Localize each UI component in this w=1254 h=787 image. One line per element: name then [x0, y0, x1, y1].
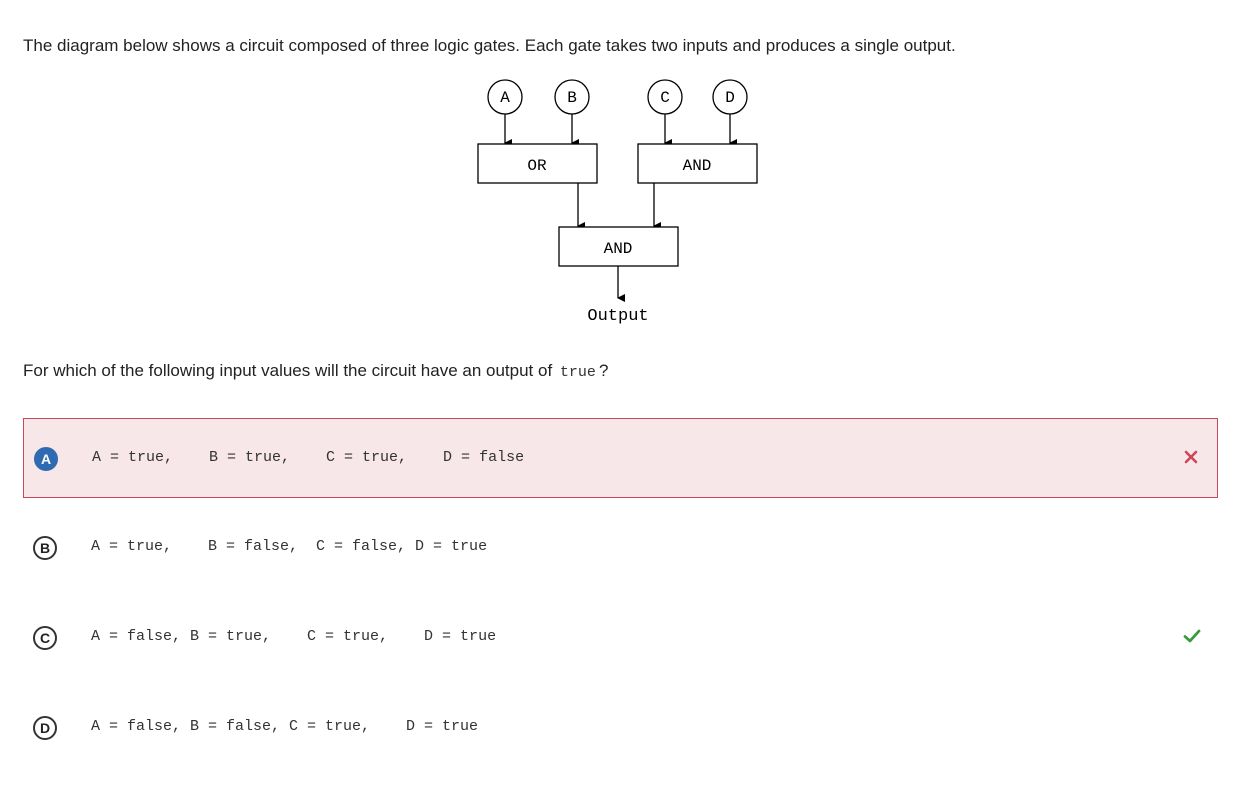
- gate-and-top-label: AND: [683, 157, 712, 175]
- answer-option-d[interactable]: D A = false, B = false, C = true, D = tr…: [23, 688, 1218, 768]
- option-b-text: A = true, B = false, C = false, D = true: [91, 538, 488, 555]
- gate-and-bottom: AND: [558, 226, 679, 267]
- prompt-text: For which of the following input values …: [23, 361, 553, 380]
- answer-option-c[interactable]: C A = false, B = true, C = true, D = tru…: [23, 598, 1218, 678]
- prompt-code: true: [559, 364, 596, 381]
- gate-or-label: OR: [527, 157, 547, 175]
- prompt-end: ?: [598, 361, 609, 380]
- option-a-text: A = true, B = true, C = true, D = false: [92, 449, 525, 466]
- input-label-d: D: [725, 89, 735, 107]
- option-c-text: A = false, B = true, C = true, D = true: [91, 628, 497, 645]
- gate-and-top: AND: [637, 143, 758, 184]
- option-d-badge: D: [33, 716, 57, 740]
- answer-option-b[interactable]: B A = true, B = false, C = false, D = tr…: [23, 508, 1218, 588]
- option-b-badge: B: [33, 536, 57, 560]
- input-node-d: D: [712, 79, 748, 115]
- question-prompt: For which of the following input values …: [23, 361, 608, 381]
- input-label-b: B: [567, 89, 577, 107]
- output-label: Output: [587, 307, 648, 326]
- input-node-c: C: [647, 79, 683, 115]
- gate-and-bottom-label: AND: [604, 240, 633, 258]
- input-label-c: C: [660, 89, 670, 107]
- option-d-text: A = false, B = false, C = true, D = true: [91, 718, 479, 735]
- input-node-a: A: [487, 79, 523, 115]
- circuit-diagram: A B C D OR AND AND: [477, 79, 758, 326]
- x-icon: [1179, 445, 1203, 469]
- option-c-badge: C: [33, 626, 57, 650]
- input-node-b: B: [554, 79, 590, 115]
- input-label-a: A: [500, 89, 510, 107]
- answer-option-a[interactable]: A A = true, B = true, C = true, D = fals…: [23, 418, 1218, 498]
- gate-or: OR: [477, 143, 598, 184]
- check-icon: [1180, 624, 1204, 648]
- question-intro: The diagram below shows a circuit compos…: [23, 36, 956, 55]
- option-a-badge: A: [34, 447, 58, 471]
